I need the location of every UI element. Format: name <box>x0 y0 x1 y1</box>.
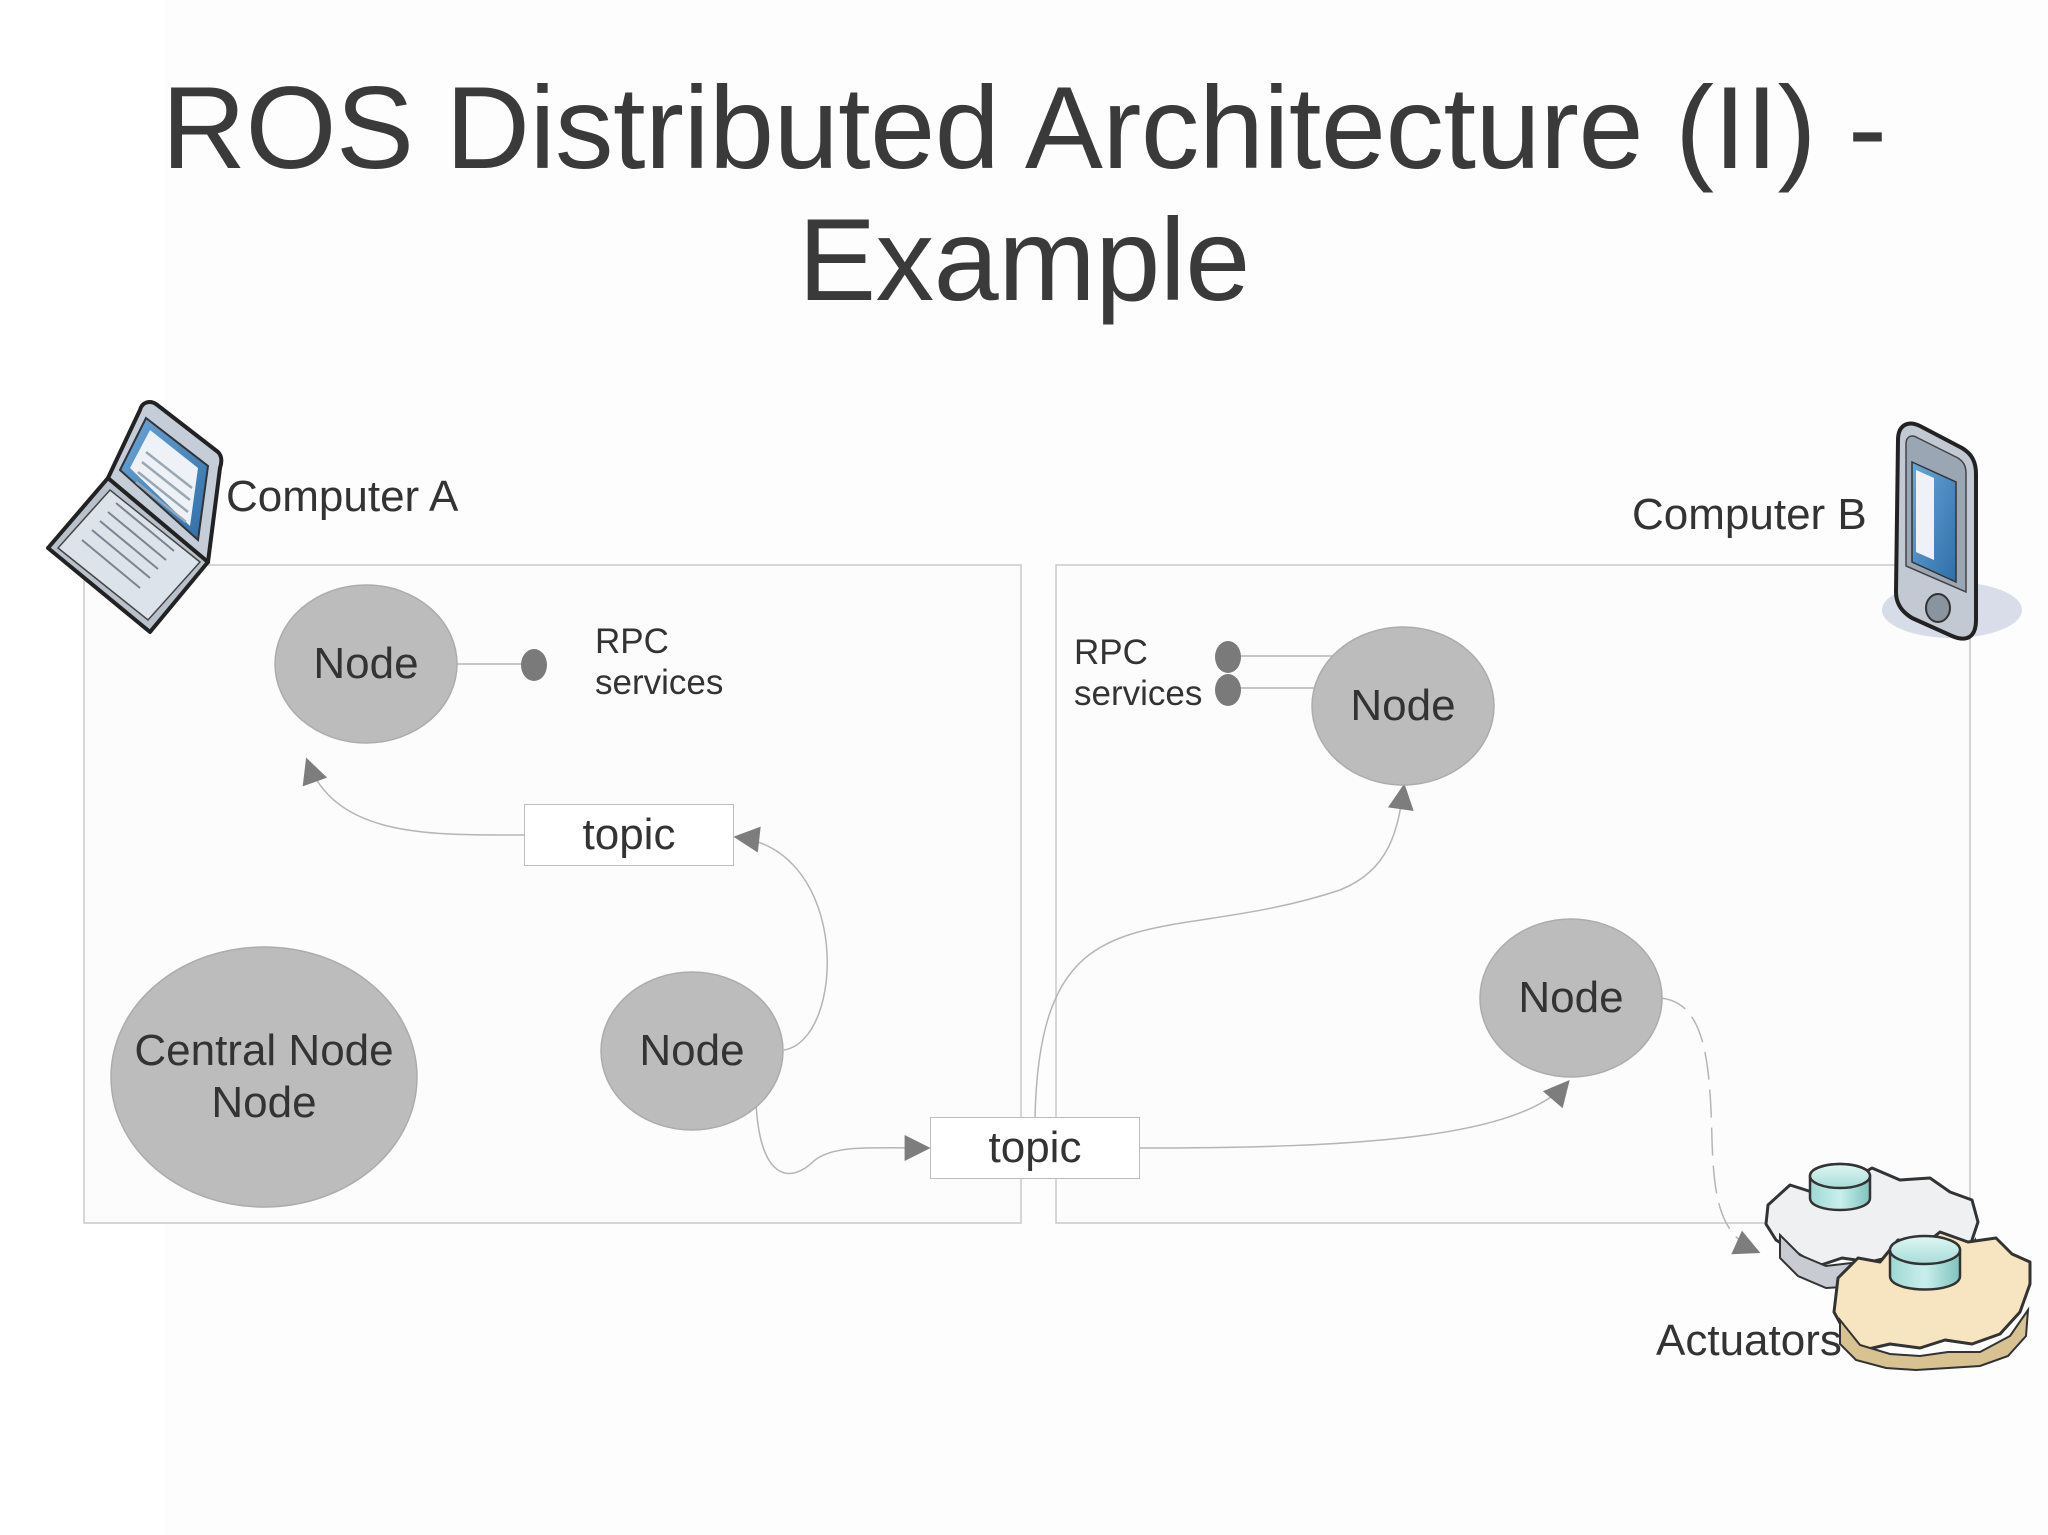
connector-node-to-shared-topic <box>755 1102 931 1175</box>
gears-icon <box>1764 1162 2032 1372</box>
connector-topic-to-node-a <box>302 757 525 836</box>
title-line-2: Example <box>798 194 1250 325</box>
computer-b-boundary <box>1055 564 1971 1224</box>
topic-box-shared: topic <box>930 1117 1140 1179</box>
node-a-bottom <box>600 971 784 1131</box>
node-a-top <box>274 584 458 744</box>
rpc-label-b-line1: RPC <box>1074 633 1148 672</box>
rpc-label-b-line2: services <box>1074 674 1203 713</box>
node-b-bottom <box>1479 918 1663 1078</box>
rpc-services-label-b: RPC services <box>1074 632 1202 714</box>
title-line-1: ROS Distributed Architecture (II) - <box>161 62 1888 193</box>
rpc-label-a-line2: services <box>595 663 724 702</box>
rpc-label-a-line1: RPC <box>595 622 669 661</box>
central-node <box>110 946 418 1208</box>
rpc-service-dot-b-1 <box>1215 641 1241 673</box>
actuators-label: Actuators <box>1656 1316 1842 1365</box>
rpc-services-label-a: RPC services <box>595 621 723 703</box>
computer-a-label: Computer A <box>226 472 459 521</box>
connector-node-to-actuators <box>1659 997 1761 1255</box>
node-b-bottom-label: Node <box>1518 973 1624 1022</box>
rpc-service-dot-b-2 <box>1215 674 1241 706</box>
node-b-top-label: Node <box>1350 681 1456 730</box>
node-a-bottom-label: Node <box>639 1026 745 1075</box>
node-b-top <box>1311 626 1495 786</box>
central-node-label: Central Node Node <box>111 947 417 1207</box>
rpc-service-dot-a <box>521 649 547 681</box>
central-node-line2: Node <box>211 1078 317 1127</box>
topic-box-a: topic <box>524 804 734 866</box>
slide-title: ROS Distributed Architecture (II) - Exam… <box>0 62 2048 326</box>
node-a-top-label: Node <box>313 639 419 688</box>
connector-shared-topic-to-node-b-bottom <box>1139 1080 1570 1149</box>
pda-icon <box>1882 421 2022 641</box>
computer-b-label: Computer B <box>1632 490 1867 539</box>
central-node-line1: Central Node <box>134 1026 394 1075</box>
laptop-icon <box>46 400 224 634</box>
connector-node-to-topic-a <box>733 826 829 1051</box>
connector-shared-topic-to-node-b-top <box>1034 783 1414 1119</box>
